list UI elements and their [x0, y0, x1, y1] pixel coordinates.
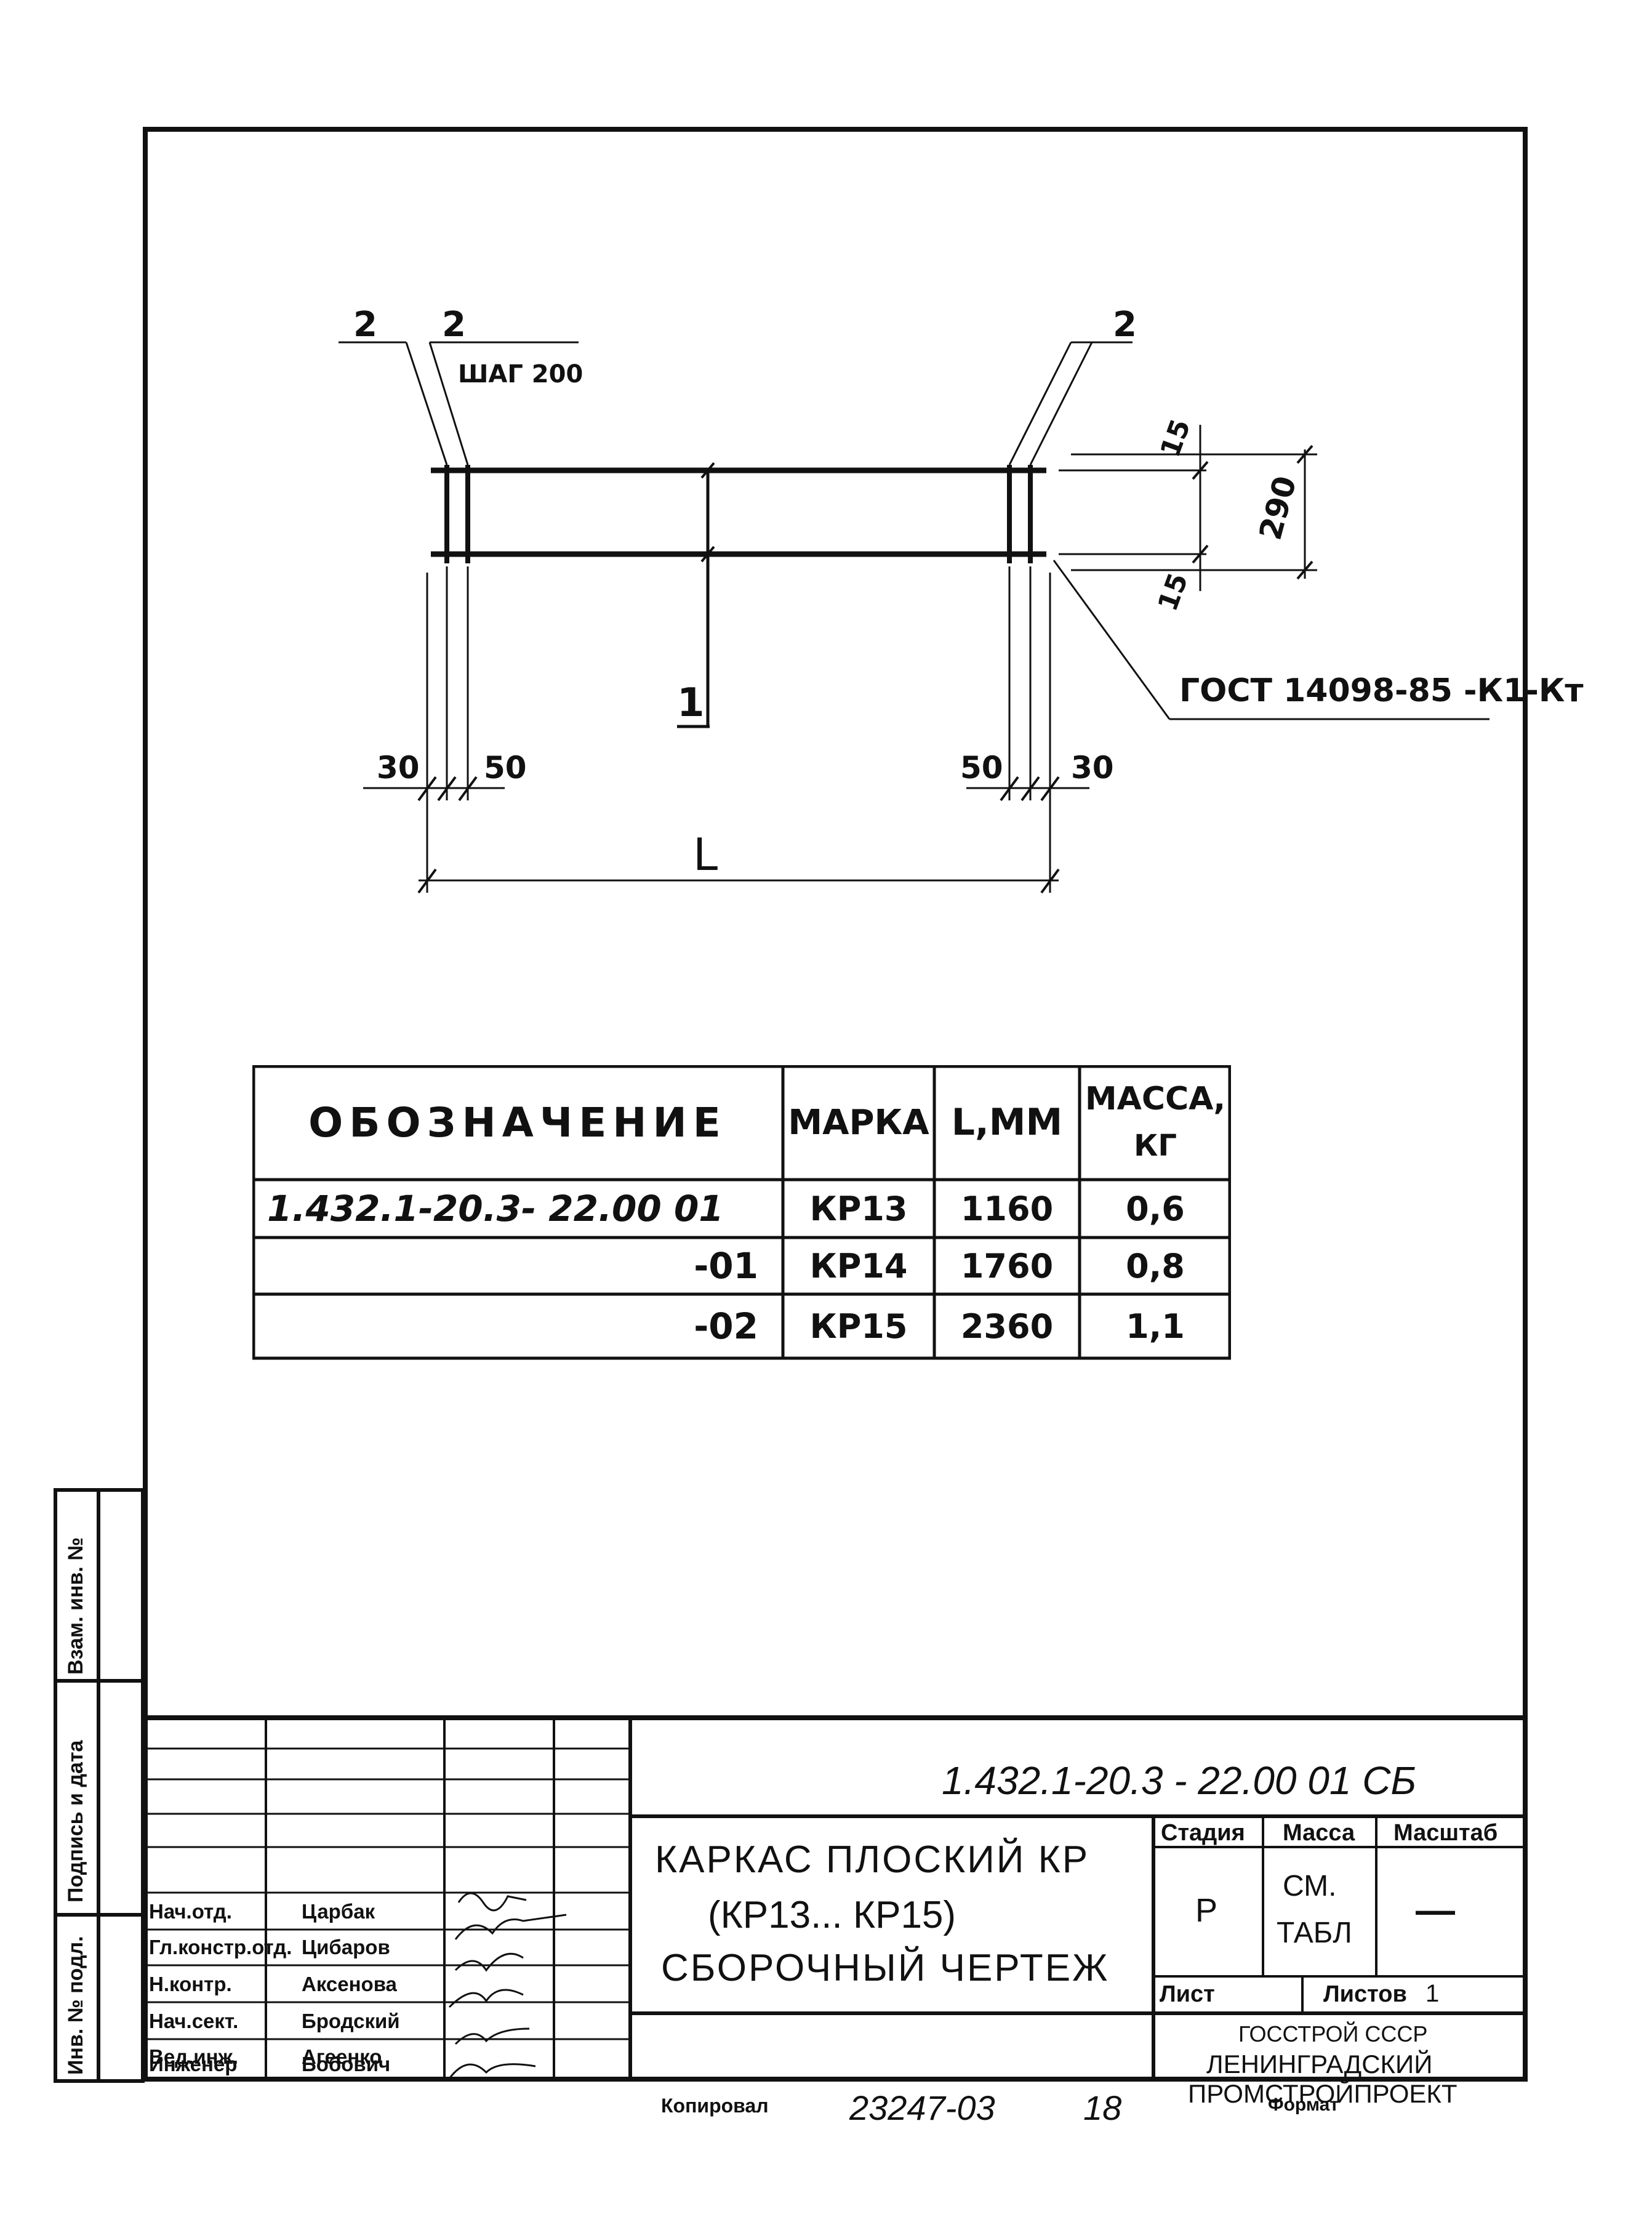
row-mass: 0,6 [1126, 1189, 1185, 1228]
title-line-2: (КР13... КР15) [708, 1894, 956, 1936]
row-length: 1760 [960, 1246, 1054, 1286]
scale-value: — [1416, 1888, 1455, 1932]
copy-number: 23247-03 [849, 2088, 995, 2127]
staff-role: Н.контр. [149, 1973, 232, 1995]
stage-value: Р [1195, 1892, 1218, 1929]
staff-name: Бродский [302, 2010, 400, 2032]
staff-name: Бобович [302, 2053, 391, 2075]
header-designation: ОБОЗНАЧЕНИЕ [308, 1098, 727, 1146]
staff-role: Гл.констр.отд. [149, 1936, 292, 1958]
mass-value-2: ТАБЛ [1277, 1917, 1352, 1949]
row-mark: КР13 [809, 1189, 908, 1228]
dim-50-right: 50 [960, 750, 1003, 786]
mass-label: Масса [1283, 1820, 1355, 1846]
staff-role: Нач.отд. [149, 1900, 232, 1923]
sheets-value: 1 [1425, 1980, 1440, 2007]
mass-value-1: СМ. [1283, 1870, 1337, 1902]
staff-role: Инженер [149, 2053, 238, 2075]
staff-name: Аксенова [302, 1973, 397, 1995]
staff-name: Царбак [302, 1900, 375, 1923]
row-mark: КР15 [809, 1306, 908, 1346]
drawing-frame [143, 127, 1528, 2082]
header-length: L,ММ [951, 1101, 1063, 1144]
row-mark: КР14 [809, 1246, 908, 1286]
row-length: 1160 [960, 1189, 1054, 1228]
org-line-2: ЛЕНИНГРАДСКИЙ [1206, 2050, 1433, 2079]
row-mass: 0,8 [1126, 1246, 1185, 1286]
spec-table: ОБОЗНАЧЕНИЕ МАРКА L,ММ МАССА, КГ 1.432.1… [252, 1065, 1231, 1361]
doc-code: 1.432.1-20.3 - 22.00 01 СБ [942, 1758, 1417, 1803]
org-line-3: ПРОМСТРОЙПРОЕКТ [1188, 2079, 1458, 2108]
gost-label: ГОСТ 14098-85 -К1-Кт [1179, 672, 1584, 709]
staff-role: Нач.сект. [149, 2010, 239, 2032]
callout-2-left-a: 2 [353, 305, 377, 345]
format-label: Формат [1268, 2095, 1339, 2115]
copied-label: Копировал [661, 2095, 769, 2117]
title-line-3: СБОРОЧНЫЙ ЧЕРТЕЖ [661, 1947, 1110, 1989]
dim-50-left: 50 [484, 750, 527, 786]
stage-label: Стадия [1161, 1820, 1245, 1846]
staff-name: Агеенко [302, 2045, 382, 2068]
row-designation: -01 [694, 1245, 758, 1287]
row-length: 2360 [960, 1306, 1054, 1346]
length-label: L [693, 829, 718, 880]
title-line-1: КАРКАС ПЛОСКИЙ КР [655, 1838, 1090, 1881]
page-number: 18 [1083, 2088, 1122, 2127]
header-mark: МАРКА [788, 1102, 929, 1143]
dim-30-left: 30 [377, 750, 420, 786]
row-designation: -02 [694, 1305, 758, 1347]
staff-role: Вед.инж. [149, 2045, 239, 2068]
header-mass-unit: КГ [1134, 1129, 1177, 1163]
sheet-label: Лист [1160, 1981, 1215, 2007]
row-mass: 1,1 [1126, 1306, 1185, 1346]
staff-name: Цибаров [302, 1936, 390, 1958]
callout-2-right: 2 [1113, 305, 1137, 345]
callout-2-left-b: 2 [442, 305, 466, 345]
section-mark: 1 [677, 680, 705, 726]
step-label: ШАГ 200 [458, 360, 583, 388]
dim-30-right: 30 [1071, 750, 1114, 786]
row-designation: 1.432.1-20.3- 22.00 01 [267, 1188, 724, 1230]
scale-label: Масштаб [1393, 1820, 1498, 1846]
sheets-label: Листов [1323, 1981, 1407, 2007]
header-mass: МАССА, [1085, 1081, 1226, 1117]
org-line-1: ГОССТРОЙ СССР [1238, 2021, 1428, 2047]
